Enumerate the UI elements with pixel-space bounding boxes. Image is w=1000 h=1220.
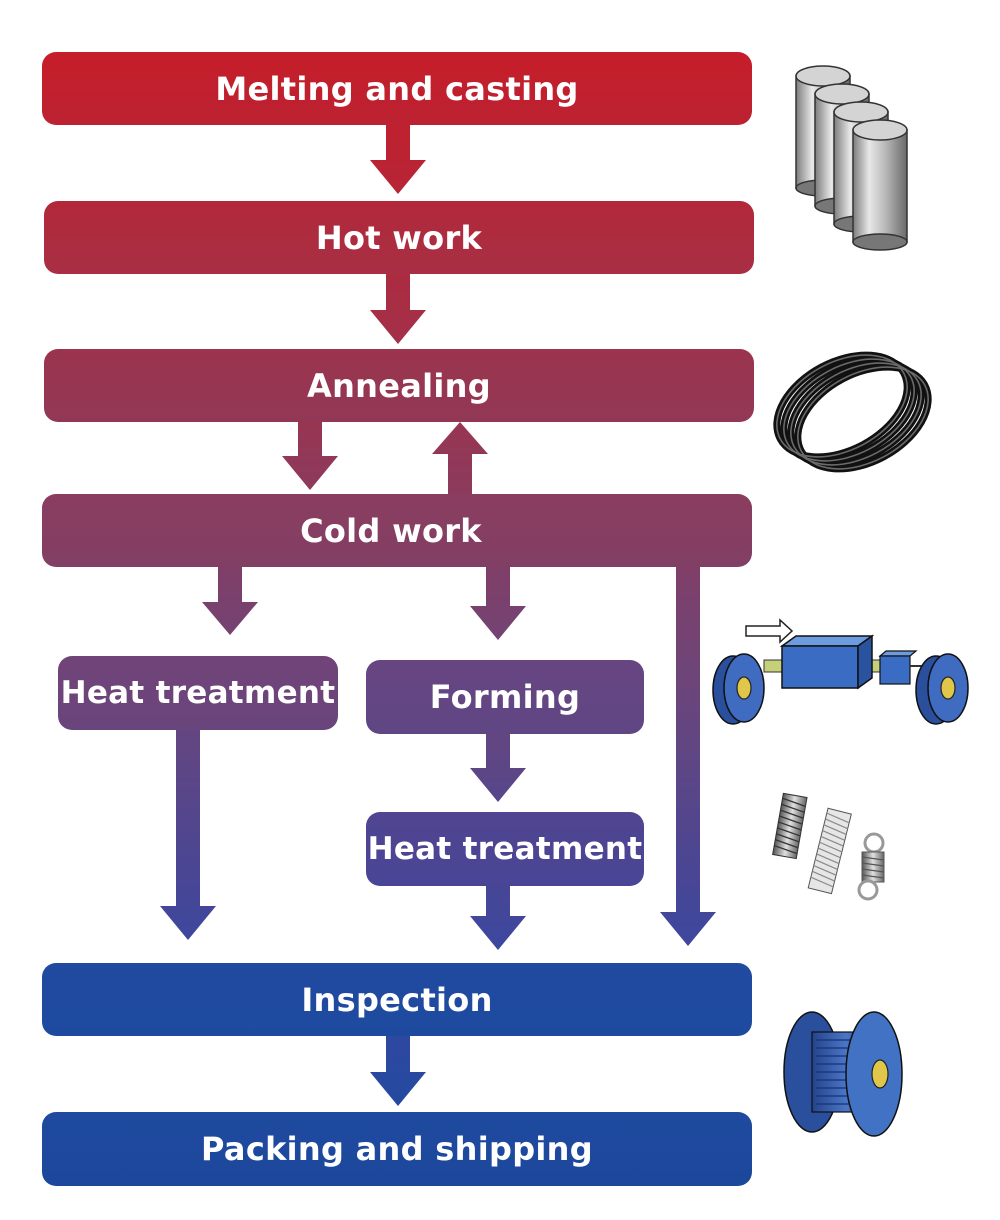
step-label: Inspection — [301, 980, 493, 1019]
step-melting-and-casting: Melting and casting — [42, 52, 752, 125]
wire-spool-icon — [783, 1011, 903, 1137]
step-label: Annealing — [307, 366, 491, 405]
step-label: Cold work — [300, 511, 482, 550]
step-packing-and-shipping: Packing and shipping — [42, 1112, 752, 1186]
step-label: Heat treatment — [60, 675, 336, 711]
direction-arrow-icon — [745, 618, 794, 644]
step-label: Heat treatment — [367, 831, 643, 867]
arrow-coldwork-to-forming — [470, 566, 526, 640]
step-hot-work: Hot work — [44, 201, 754, 274]
step-label: Hot work — [315, 218, 483, 257]
arrow-inspection-to-packing — [370, 1035, 426, 1106]
step-cold-work: Cold work — [42, 494, 752, 567]
step-heat-treatment-right: Heat treatment — [366, 812, 644, 886]
arrow-forming-to-heattreatment-right — [470, 733, 526, 802]
step-label: Packing and shipping — [201, 1130, 593, 1168]
arrow-coldwork-to-heattreatment-left — [202, 566, 258, 635]
wire-drawing-machine-icon — [712, 618, 969, 725]
arrow-heattreatment-left-to-inspection — [160, 729, 216, 940]
step-label: Forming — [429, 678, 581, 716]
arrow-hotwork-to-annealing — [370, 273, 426, 344]
arrow-annealing-to-coldwork — [282, 422, 338, 490]
springs-icon — [772, 792, 885, 901]
arrow-heattreatment-right-to-inspection — [470, 885, 526, 950]
step-label: Melting and casting — [215, 69, 579, 108]
step-annealing: Annealing — [44, 349, 754, 422]
step-forming: Forming — [366, 660, 644, 734]
arrow-coldwork-to-annealing — [432, 422, 488, 494]
step-heat-treatment-left: Heat treatment — [58, 656, 338, 730]
arrow-melting-to-hotwork — [370, 124, 426, 194]
arrow-coldwork-to-inspection — [660, 566, 716, 946]
ingots-icon — [795, 65, 908, 251]
step-inspection: Inspection — [42, 963, 752, 1036]
wire-coil-icon — [773, 351, 932, 473]
